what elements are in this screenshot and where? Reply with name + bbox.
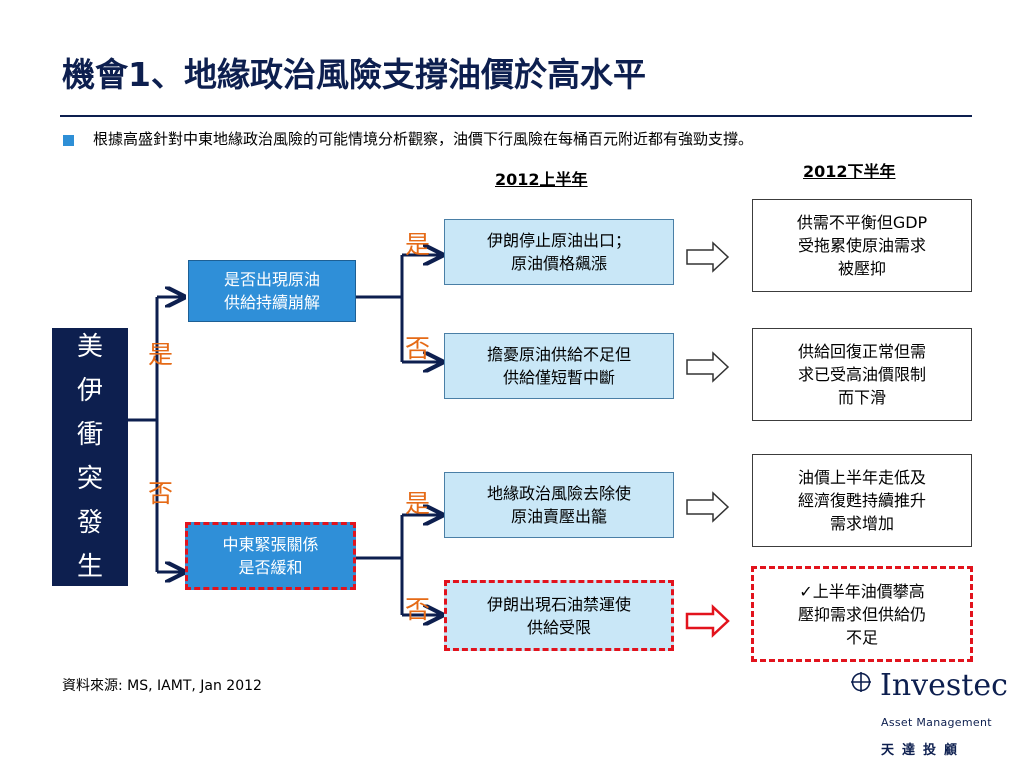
root-char: 衝	[76, 420, 103, 450]
box-line: 供給持續崩解	[223, 293, 320, 312]
h1-scenario-box-4: 伊朗出現石油禁運使供給受限	[444, 580, 674, 651]
box-line: 是否緩和	[238, 558, 303, 577]
box-line: 不足	[845, 627, 878, 647]
h2-outcome-box-1: 供需不平衡但GDP 受拖累使原油需求被壓抑	[752, 199, 972, 292]
h1-scenario-box-2: 擔憂原油供給不足但供給僅短暫中斷	[444, 333, 674, 399]
bullet-text: 根據高盛針對中東地緣政治風險的可能情境分析觀察，油價下行風險在每桶百元附近都有強…	[93, 130, 754, 148]
question-box-tension: 中東緊張關係是否緩和	[185, 522, 356, 590]
logo-subtitle: Asset Management	[881, 716, 992, 729]
box-line: 是否出現原油	[223, 270, 320, 289]
box-line: 油價上半年走低及	[797, 468, 926, 487]
box-line: 壓抑需求但供給仍	[797, 604, 926, 624]
box-line: 而下滑	[837, 388, 886, 407]
block-arrow-3	[686, 491, 730, 523]
logo-chinese-name: 天達投顧	[881, 743, 966, 758]
box-line: ✓上半年油價攀高	[799, 581, 925, 601]
page-title: 機會1、地緣政治風險支撐油價於高水平	[62, 55, 646, 94]
h1-scenario-box-3: 地緣政治風險去除使原油賣壓出籠	[444, 472, 674, 538]
box-line: 原油價格飆漲	[510, 254, 607, 273]
root-yes-label: 是	[148, 340, 174, 369]
block-arrow-1	[686, 241, 730, 273]
h2-outcome-box-4: ✓上半年油價攀高壓抑需求但供給仍不足	[751, 566, 973, 662]
root-char: 美	[76, 332, 103, 362]
source-note: 資料來源: MS, IAMT, Jan 2012	[62, 678, 262, 694]
header-h1-2012: 2012上半年	[495, 170, 588, 189]
h2-outcome-box-2: 供給回復正常但需求已受高油價限制而下滑	[752, 328, 972, 421]
box-line: 伊朗出現石油禁運使	[486, 594, 631, 614]
box-line: 擔憂原油供給不足但	[486, 345, 631, 364]
box-line: 被壓抑	[837, 259, 886, 278]
root-char: 發	[76, 508, 103, 538]
bullet-square-icon	[63, 135, 74, 146]
logo-name: Investec	[880, 668, 1008, 703]
h1-scenario-box-1: 伊朗停止原油出口； 原油價格飆漲	[444, 219, 674, 285]
box-line: 原油賣壓出籠	[510, 507, 607, 526]
root-box: 美 伊 衝 突 發 生	[52, 328, 128, 586]
box-line: 供給受限	[526, 617, 591, 637]
question-box-supply: 是否出現原油供給持續崩解	[188, 260, 356, 322]
block-arrow-4-red	[685, 604, 730, 638]
box-line: 需求增加	[829, 514, 894, 533]
q1-no-label: 否	[405, 334, 431, 363]
box-line: 伊朗停止原油出口；	[486, 231, 631, 250]
box-line: 供需不平衡但GDP	[796, 213, 928, 232]
investec-zebra-icon	[851, 672, 871, 692]
q1-yes-label: 是	[405, 230, 431, 259]
box-line: 中東緊張關係	[222, 535, 319, 554]
box-line: 經濟復甦持續推升	[797, 491, 926, 510]
box-line: 受拖累使原油需求	[797, 236, 926, 255]
title-divider	[60, 115, 972, 117]
root-char: 突	[76, 464, 103, 494]
box-line: 供給回復正常但需	[797, 342, 926, 361]
header-h2-2012: 2012下半年	[803, 162, 896, 181]
root-no-label: 否	[148, 479, 174, 508]
q2-yes-label: 是	[405, 489, 431, 518]
block-arrow-2	[686, 351, 730, 383]
box-line: 求已受高油價限制	[797, 365, 926, 384]
h2-outcome-box-3: 油價上半年走低及經濟復甦持續推升需求增加	[752, 454, 972, 547]
box-line: 供給僅短暫中斷	[502, 368, 615, 387]
box-line: 地緣政治風險去除使	[486, 484, 631, 503]
root-char: 伊	[76, 376, 103, 406]
q2-no-label: 否	[405, 595, 431, 624]
root-char: 生	[76, 552, 103, 582]
